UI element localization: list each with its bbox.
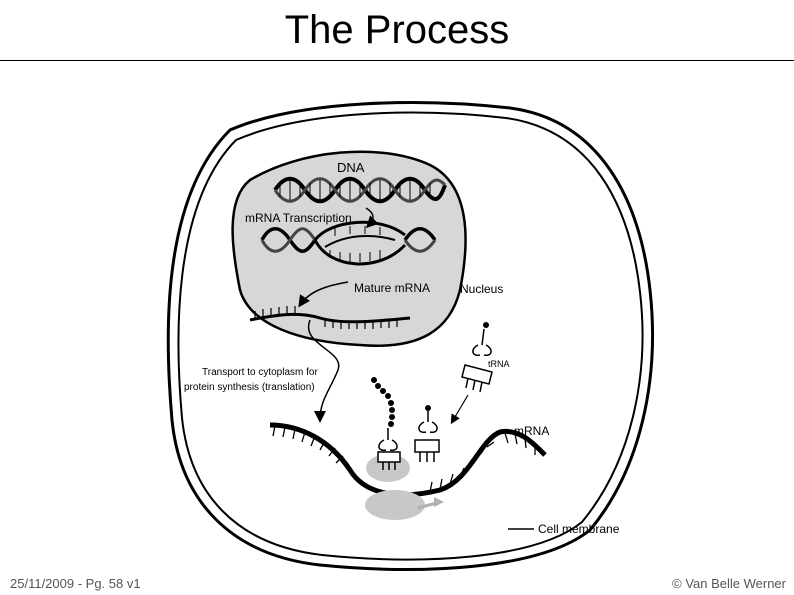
label-mrna: mRNA — [514, 424, 549, 438]
label-transport-line2: protein synthesis (translation) — [184, 382, 315, 393]
trna-with-polypeptide — [371, 377, 401, 470]
footer-copyright: © Van Belle Werner — [672, 576, 786, 591]
label-cell-membrane: Cell membrane — [538, 522, 620, 536]
cell-membrane-outer — [166, 101, 654, 571]
trna-at-ribosome — [414, 405, 440, 462]
label-mrna-transcription: mRNA Transcription — [245, 211, 352, 225]
label-trna: tRNA — [488, 359, 510, 369]
label-transport-line1: Transport to cytoplasm for — [202, 367, 318, 378]
trna-arrow — [450, 394, 469, 425]
free-trna — [461, 322, 493, 393]
title-divider — [0, 60, 794, 61]
mature-mrna-arrow — [298, 281, 349, 308]
slide-title: The Process — [284, 8, 510, 52]
transport-arrow — [307, 319, 340, 423]
label-nucleus: Nucleus — [460, 282, 503, 296]
transcription-arrow — [365, 207, 379, 229]
cell-membrane-inner — [177, 111, 644, 561]
transcription-helix — [260, 220, 437, 266]
label-mature-mrna: Mature mRNA — [354, 281, 430, 295]
cytoplasm-mrna-strand — [269, 422, 547, 498]
footer-date-page: 25/11/2009 - Pg. 58 v1 — [10, 576, 141, 591]
ribosome — [365, 454, 444, 520]
mature-mrna-strand — [249, 306, 411, 329]
dna-helix — [273, 176, 447, 204]
label-dna: DNA — [337, 160, 365, 175]
